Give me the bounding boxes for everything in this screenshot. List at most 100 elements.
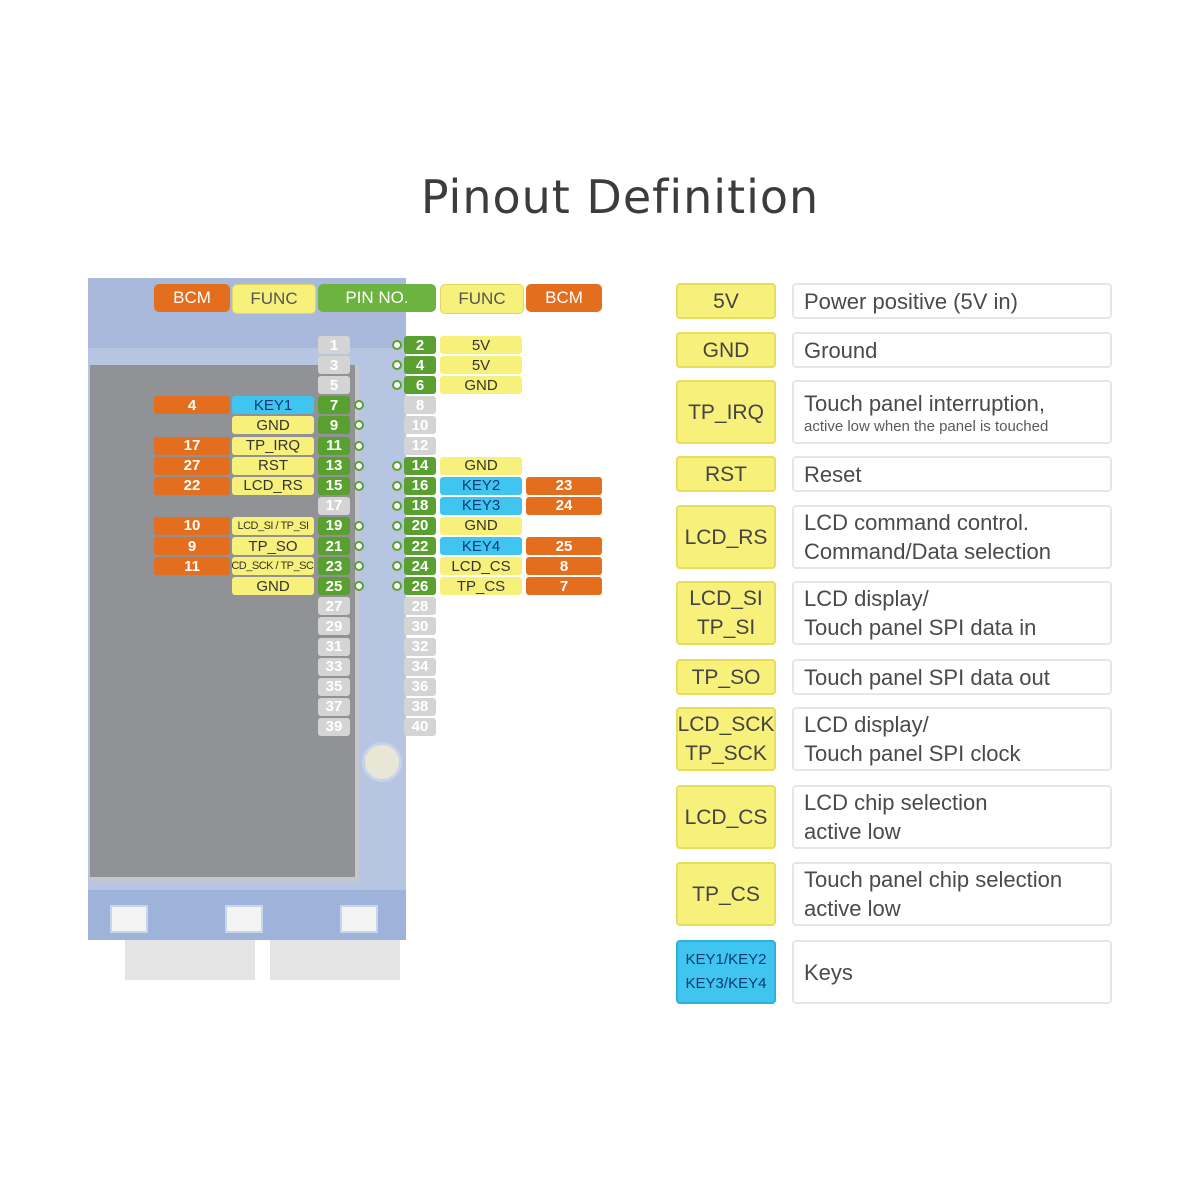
pin-23: 23 — [318, 557, 350, 576]
legend-tag: TP_CS — [676, 862, 776, 926]
func-label-pin-15: LCD_RS — [232, 476, 314, 495]
pin-18: 18 — [404, 496, 436, 515]
pin-dot-icon — [392, 380, 402, 391]
legend-description: LCD display/Touch panel SPI clock — [792, 707, 1112, 771]
legend-description: Power positive (5V in) — [792, 283, 1112, 319]
func-label-pin-4: 5V — [440, 356, 522, 375]
pin-10: 10 — [404, 416, 436, 435]
legend-description: LCD chip selection active low — [792, 785, 1112, 849]
legend-tag: 5V — [676, 283, 776, 319]
pin-3: 3 — [318, 356, 350, 375]
legend-tag-text: RST — [705, 462, 747, 486]
bcm-label-pin-26: 7 — [526, 577, 602, 596]
legend-tag-text: TP_CS — [692, 882, 760, 906]
legend-row: TP_SO Touch panel SPI data out — [676, 659, 1112, 695]
bcm-label-pin-15: 22 — [154, 476, 230, 495]
pin-4: 4 — [404, 356, 436, 375]
pin-dot-icon — [354, 520, 364, 531]
pin-dot-icon — [392, 340, 402, 350]
legend-tag-text: LCD_CS — [684, 805, 768, 829]
func-label-pin-14: GND — [440, 456, 522, 475]
header-func-left: FUNC — [232, 284, 316, 314]
pin-26: 26 — [404, 577, 436, 596]
pin-12: 12 — [404, 436, 436, 455]
legend-tag-text: GND — [702, 338, 750, 362]
pin-dot-icon — [392, 460, 402, 471]
legend-tag: LCD_RS — [676, 505, 776, 569]
func-label-pin-7: KEY1 — [232, 396, 314, 415]
pin-dot-icon — [354, 420, 364, 431]
legend-description: Keys — [792, 940, 1112, 1004]
legend-tag-text: KEY1/KEY2 — [685, 951, 767, 968]
legend-tag-text: TP_SI — [696, 616, 756, 639]
header-pin-no: PIN NO. — [318, 284, 436, 312]
legend-tag-text: LCD_SI — [689, 587, 763, 610]
usb-connector-icon — [125, 940, 255, 980]
pin-2: 2 — [404, 336, 436, 354]
pin-29: 29 — [318, 617, 350, 636]
pin-19: 19 — [318, 516, 350, 535]
legend-tag: GND — [676, 332, 776, 368]
bcm-label-pin-18: 24 — [526, 496, 602, 515]
pin-39: 39 — [318, 717, 350, 736]
pin-36: 36 — [404, 677, 436, 696]
legend-description-line: active low — [804, 819, 901, 844]
mounting-hole-icon — [362, 742, 402, 782]
legend-description-line: LCD chip selection — [804, 790, 988, 815]
pin-dot-icon — [392, 500, 402, 511]
pin-15: 15 — [318, 476, 350, 495]
legend-description: Reset — [792, 456, 1112, 492]
pin-33: 33 — [318, 657, 350, 676]
page-title: Pinout Definition — [420, 170, 820, 224]
bcm-label-pin-13: 27 — [154, 456, 230, 475]
bcm-label-pin-7: 4 — [154, 396, 230, 415]
pin-20: 20 — [404, 516, 436, 535]
func-label-pin-16: KEY2 — [440, 476, 522, 495]
legend-description-line: Reset — [804, 461, 862, 487]
usb-connector-icon — [270, 940, 400, 980]
func-label-pin-11: TP_IRQ — [232, 436, 314, 455]
pin-dot-icon — [354, 440, 364, 451]
legend-description-line: Touch panel SPI data out — [804, 664, 1050, 690]
legend-tag-text: TP_SO — [691, 665, 761, 689]
pin-37: 37 — [318, 697, 350, 716]
bcm-label-pin-24: 8 — [526, 557, 602, 576]
pin-dot-icon — [392, 541, 402, 551]
legend-row: TP_IRQ Touch panel interruption,active lo… — [676, 380, 1112, 444]
pin-22: 22 — [404, 537, 436, 555]
pin-14: 14 — [404, 456, 436, 475]
legend-tag-text: TP_IRQ — [688, 400, 764, 424]
pin-dot-icon — [354, 480, 364, 491]
legend-description: Touch panel interruption,active low when… — [792, 380, 1112, 444]
func-label-pin-21: TP_SO — [232, 537, 314, 555]
legend-tag: RST — [676, 456, 776, 492]
legend-tag-text: LCD_RS — [684, 525, 768, 549]
legend-description-line: Touch panel chip selection — [804, 867, 1063, 892]
pin-dot-icon — [354, 460, 364, 471]
legend-description-line: LCD display/ — [804, 586, 929, 611]
legend-row: 5V Power positive (5V in) — [676, 283, 1112, 319]
pin-24: 24 — [404, 557, 436, 576]
bcm-label-pin-11: 17 — [154, 436, 230, 455]
pin-dot-icon — [392, 520, 402, 531]
bcm-label-pin-21: 9 — [154, 537, 230, 555]
func-label-pin-24: LCD_CS — [440, 557, 522, 576]
header-bcm-left: BCM — [154, 284, 230, 312]
bcm-label-pin-23: 11 — [154, 557, 230, 576]
func-label-pin-9: GND — [232, 416, 314, 435]
bcm-label-pin-22: 25 — [526, 537, 602, 555]
legend-description: Touch panel chip selection active low — [792, 862, 1112, 926]
pin-27: 27 — [318, 597, 350, 616]
header-func-right: FUNC — [440, 284, 524, 314]
pin-16: 16 — [404, 476, 436, 495]
legend-description: Ground — [792, 332, 1112, 368]
pin-9: 9 — [318, 416, 350, 435]
legend-description-line: Touch panel interruption, — [804, 390, 1045, 416]
pin-8: 8 — [404, 396, 436, 415]
pin-dot-icon — [392, 360, 402, 371]
legend-description-line: Ground — [804, 337, 878, 363]
legend-description-line: Command/Data selection — [804, 539, 1052, 564]
pin-1: 1 — [318, 336, 350, 354]
legend-description-line: active low — [804, 896, 901, 921]
